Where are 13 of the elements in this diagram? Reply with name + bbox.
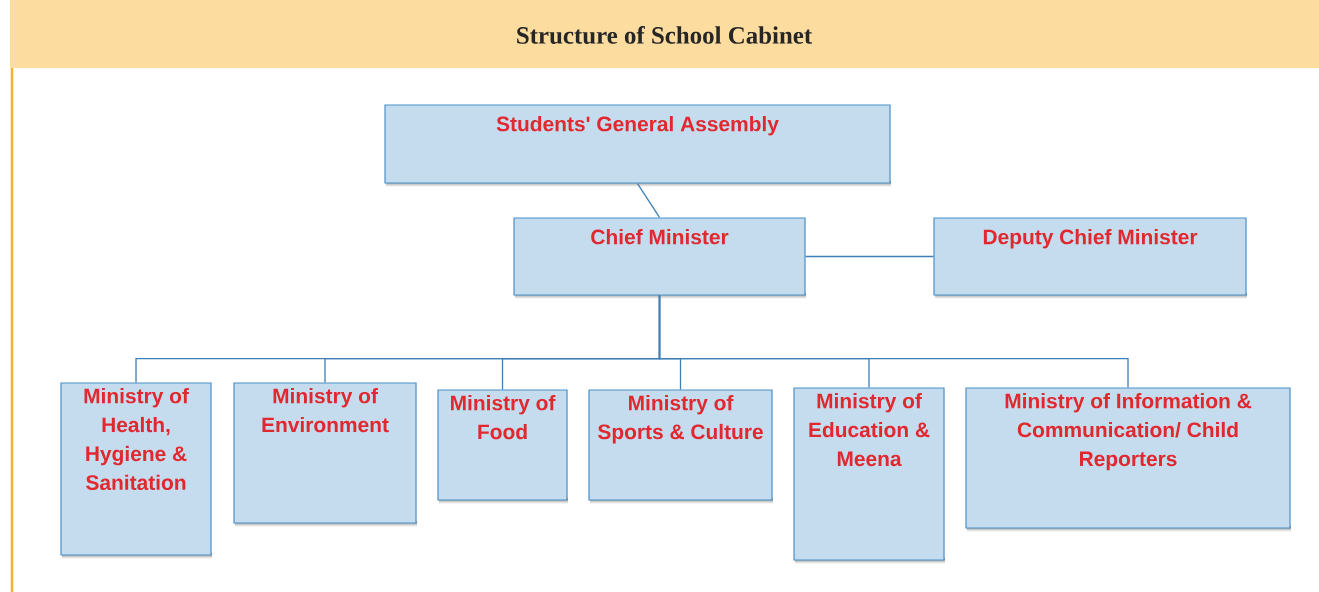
title-band: Structure of School Cabinet — [10, 0, 1319, 68]
ministry-box: Deputy Chief Minister — [933, 217, 1247, 299]
ministry-box: Ministry of Education & Meena — [793, 387, 945, 564]
connector-line — [804, 255, 935, 258]
ministry-box: Chief Minister — [513, 217, 806, 299]
ministry-box: Students' General Assembly — [384, 104, 891, 187]
ministry-box: Ministry of Sports & Culture — [588, 389, 773, 504]
ministry-box: Ministry of Food — [437, 389, 568, 504]
connector-line — [658, 294, 1129, 389]
ministry-box: Ministry of Information & Communication/ Child Reporters — [965, 387, 1291, 532]
ministry-box: Ministry of Environment — [233, 382, 417, 527]
connector-line — [636, 182, 661, 219]
ministry-box: Ministry of Health, Hygiene & Sanitation — [60, 382, 212, 559]
